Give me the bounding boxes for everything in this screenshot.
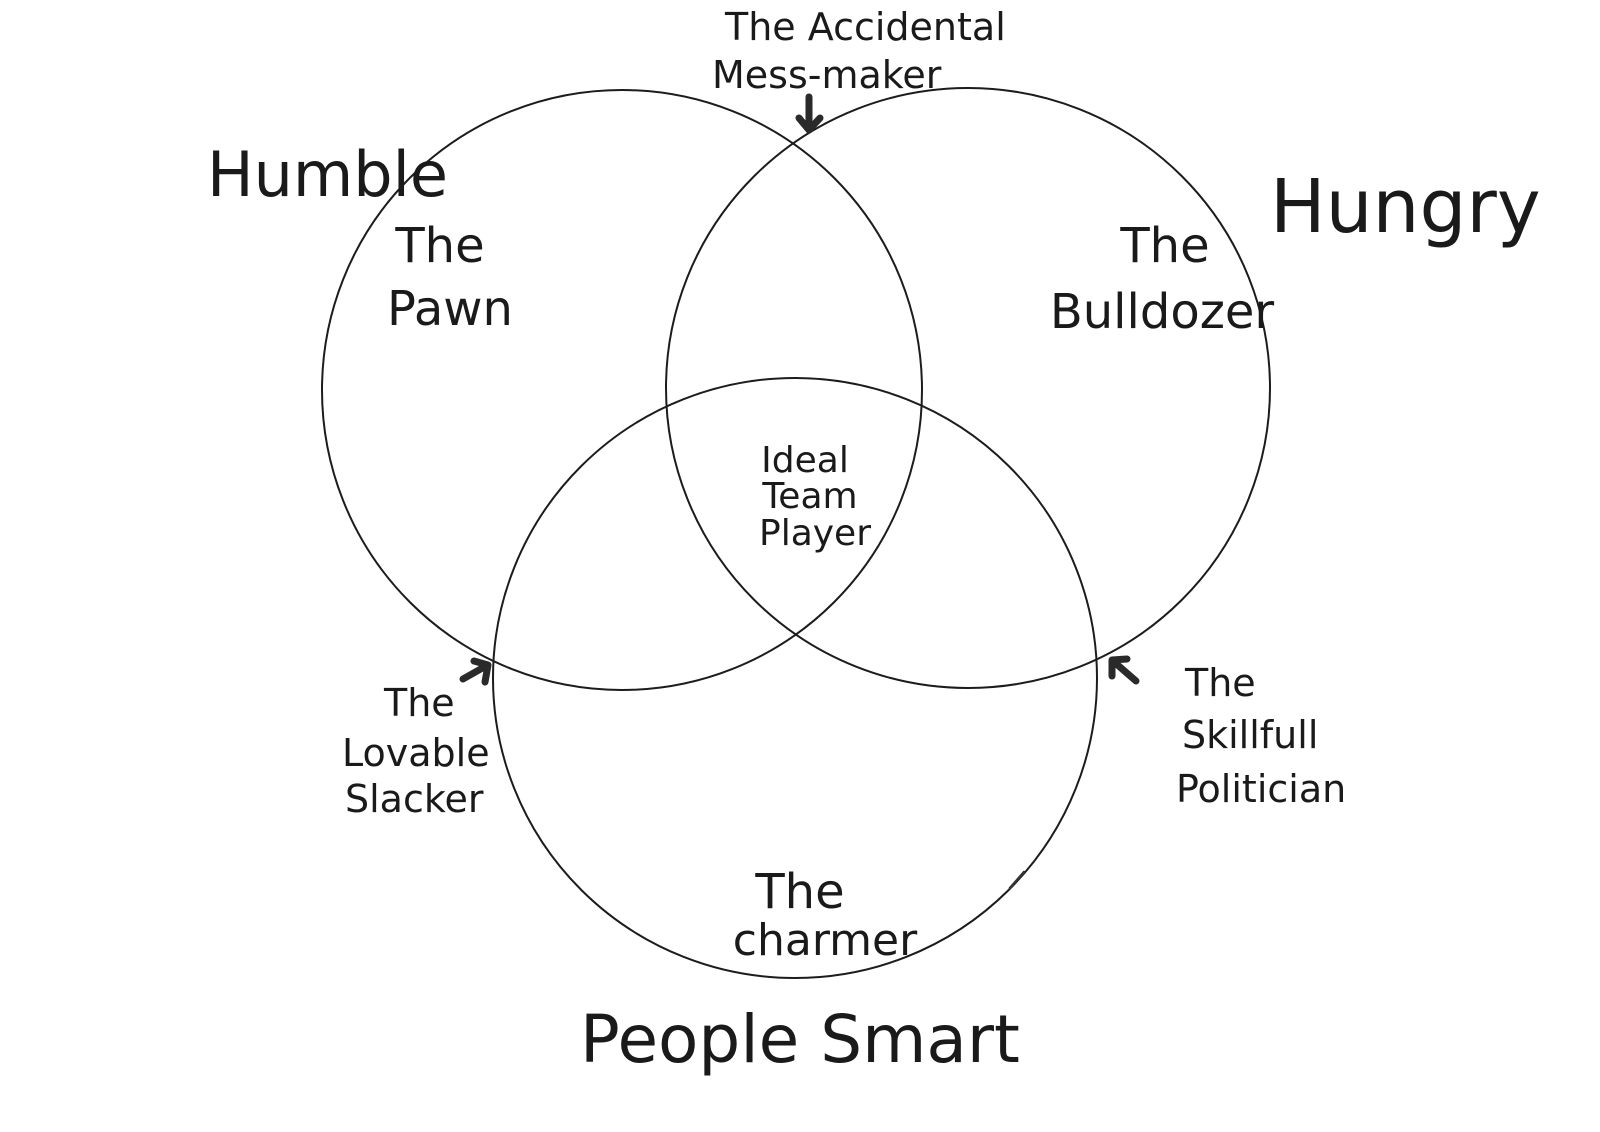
humble-circle [321,89,923,691]
edge-label-accidental-line2: Mess-maker [712,53,942,97]
region-label-charmer-line1: The [754,864,844,920]
center-label-line1: Ideal [761,440,849,481]
arrow-down-icon [795,93,824,134]
arrow-up-right-icon [459,657,492,686]
edge-label-lovable-line1: The [383,681,455,725]
edge-label-politician-line1: The [1184,661,1256,705]
center-label-line2: Team [761,476,857,517]
region-label-pawn-line1: The [394,218,484,274]
edge-label-accidental-line1: The Accidental [724,5,1006,49]
set-label-people-smart: People Smart [580,1001,1020,1078]
edge-label-politician-line3: Politician [1176,767,1346,811]
region-label-pawn-line2: Pawn [387,281,513,337]
edge-label-lovable-line3: Slacker [345,777,484,821]
arrow-up-left-icon [1108,655,1140,685]
region-label-bulldozer-line1: The [1119,218,1209,274]
region-label-charmer-line2: charmer [733,915,918,966]
region-label-bulldozer-line2: Bulldozer [1050,284,1275,340]
set-label-hungry: Hungry [1270,164,1541,250]
edge-label-politician-line2: Skillfull [1182,713,1318,757]
people-smart-circle [492,377,1098,979]
pen-mark [1008,870,1026,890]
edge-label-lovable-line2: Lovable [342,731,490,775]
set-label-humble: Humble [207,138,448,211]
hungry-circle [665,87,1271,689]
center-label-line3: Player [759,513,871,554]
